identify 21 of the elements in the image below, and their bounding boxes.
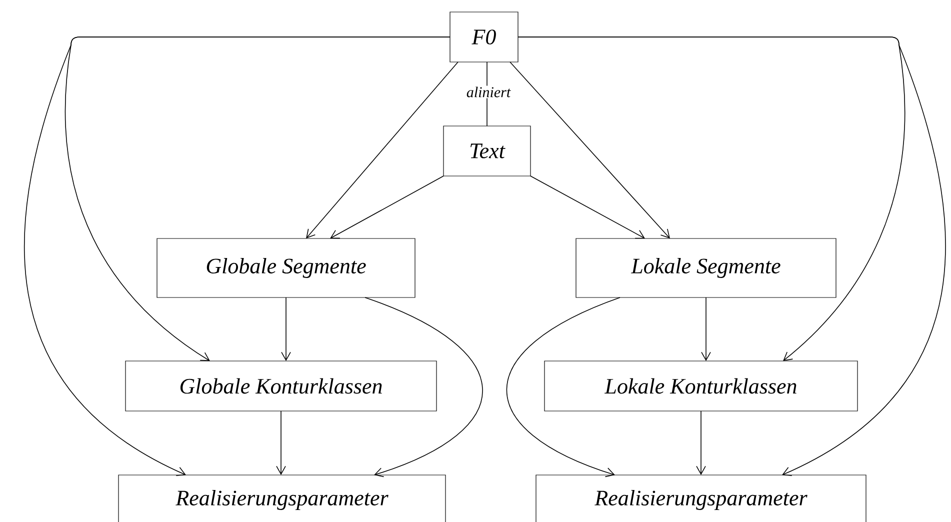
process-box: Lokale Segmente bbox=[576, 238, 836, 298]
process-box: Globale Segmente bbox=[156, 238, 416, 298]
arrow bbox=[506, 297, 620, 478]
arrow bbox=[510, 62, 670, 238]
process-box: Text bbox=[443, 126, 531, 176]
process-box: F0 bbox=[450, 12, 518, 62]
arrow bbox=[701, 297, 711, 361]
arrow bbox=[281, 297, 291, 361]
arrow bbox=[518, 36, 946, 476]
process-box: Realisierungsparameter bbox=[536, 474, 866, 522]
arrow bbox=[530, 176, 645, 239]
arrow bbox=[330, 176, 444, 239]
arrow bbox=[306, 62, 458, 238]
edge-label: aliniert bbox=[465, 86, 512, 98]
arrow bbox=[276, 410, 286, 475]
arrow bbox=[24, 36, 450, 476]
arrow bbox=[364, 297, 483, 478]
process-box: Realisierungsparameter bbox=[118, 474, 446, 522]
arrow bbox=[696, 410, 706, 475]
process-box: Lokale Konturklassen bbox=[544, 360, 858, 412]
process-box: Globale Konturklassen bbox=[125, 360, 437, 412]
